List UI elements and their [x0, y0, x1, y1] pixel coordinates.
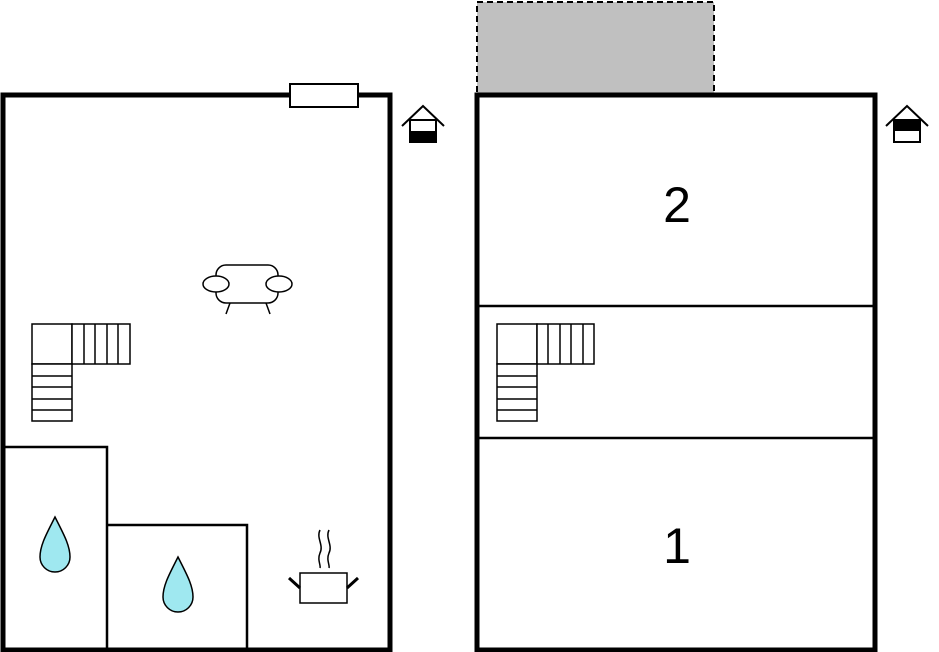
sofa-icon [202, 264, 293, 315]
bathroom-wall-right [107, 523, 249, 650]
house-level-icon-lower [401, 104, 445, 143]
water-drop-icon [162, 555, 194, 613]
upper-floor-outline [474, 92, 878, 652]
water-drop-icon [39, 515, 71, 573]
stairs-icon [31, 323, 131, 422]
room-number: 2 [663, 177, 691, 233]
stairs-icon [496, 323, 595, 422]
cooking-pot-icon [287, 529, 360, 604]
bathroom-wall-left [3, 445, 109, 650]
room-number: 1 [663, 518, 691, 574]
balcony [476, 1, 715, 96]
window [289, 83, 359, 108]
house-level-icon-upper [885, 104, 929, 143]
upper-floor: 2 1 [474, 1, 929, 652]
ground-floor [0, 83, 445, 652]
